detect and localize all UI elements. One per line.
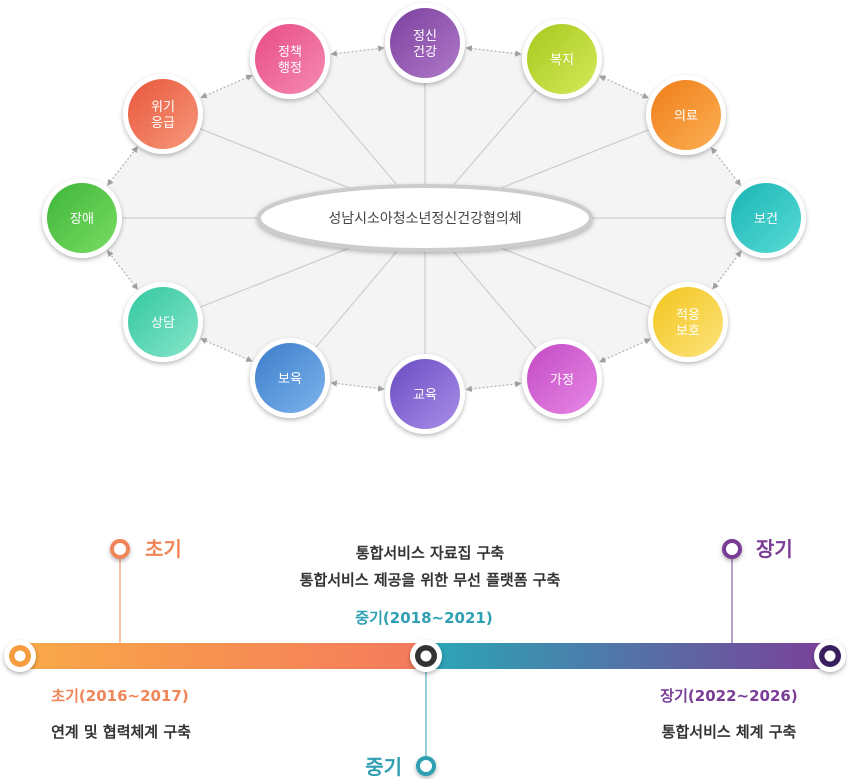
long-task: 통합서비스 체계 구축 <box>662 723 797 741</box>
center-ellipse <box>257 184 593 252</box>
timeline-start-dot-core <box>14 650 26 662</box>
timeline-mid-dot-core <box>420 650 432 662</box>
node-circle <box>390 359 460 429</box>
node-label: 응급 <box>151 116 175 131</box>
mid-marker <box>416 756 436 776</box>
connector-arrow <box>330 45 385 57</box>
early-period: 초기(2016~2017) <box>51 687 188 705</box>
node-circle <box>128 79 198 149</box>
node-circle <box>255 343 325 413</box>
mid-task: 통합서비스 제공을 위한 무선 플랫폼 구축 <box>300 571 561 589</box>
node-label: 정신 <box>413 29 437 44</box>
node-label: 건강 <box>413 45 437 60</box>
early-marker-label: 초기 <box>145 537 182 561</box>
node-circle <box>47 183 117 253</box>
node-counsel: 상담 <box>123 282 203 362</box>
node-circle <box>390 8 460 78</box>
node-mental: 정신건강 <box>385 3 465 83</box>
node-health: 보건 <box>726 178 806 258</box>
mid-period: 중기(2018~2021) <box>355 609 492 627</box>
node-education: 교육 <box>385 354 465 434</box>
connector-arrow <box>465 45 522 57</box>
node-label: 보호 <box>676 324 700 339</box>
early-marker <box>110 539 130 559</box>
node-label: 교육 <box>413 388 437 403</box>
node-label: 복지 <box>550 53 574 68</box>
node-circle <box>731 183 801 253</box>
timeline-bar-early <box>20 643 426 669</box>
node-label: 상담 <box>151 316 175 331</box>
connector-arrow <box>465 380 522 393</box>
node-medical: 의료 <box>646 75 726 155</box>
timeline-end-dot-core <box>824 650 836 662</box>
early-task: 연계 및 협력체계 구축 <box>51 723 191 741</box>
long-period: 장기(2022~2026) <box>660 687 797 705</box>
mid-marker-label: 중기 <box>365 755 402 779</box>
node-label: 위기 <box>151 100 175 115</box>
node-label: 의료 <box>674 109 698 124</box>
connector-arrow <box>200 338 253 362</box>
node-label: 보건 <box>754 212 778 227</box>
node-label: 보육 <box>278 372 302 387</box>
mid-task: 통합서비스 자료집 구축 <box>356 544 505 562</box>
node-label: 정책 <box>278 45 302 60</box>
connector-arrow <box>599 75 649 99</box>
node-circle <box>653 287 723 357</box>
long-marker-label: 장기 <box>756 537 793 561</box>
node-circle <box>128 287 198 357</box>
connector-arrow <box>200 74 253 99</box>
center-label: 성남시소아청소년정신건강협의체 <box>328 211 521 227</box>
node-welfare: 복지 <box>522 19 602 99</box>
node-circle <box>527 24 597 94</box>
node-family: 가정 <box>522 339 602 419</box>
node-label: 가정 <box>550 373 574 388</box>
connector-arrow <box>330 380 385 392</box>
node-disabled: 장애 <box>42 178 122 258</box>
node-circle <box>527 344 597 414</box>
node-childcare: 보육 <box>250 338 330 418</box>
long-marker <box>722 539 742 559</box>
connector-arrow <box>599 338 651 363</box>
timeline-bar-late <box>426 643 830 669</box>
node-label: 적응 <box>676 308 700 323</box>
node-label: 행정 <box>278 60 302 76</box>
node-circle <box>255 24 325 94</box>
node-label: 장애 <box>70 212 94 227</box>
node-circle <box>651 80 721 150</box>
